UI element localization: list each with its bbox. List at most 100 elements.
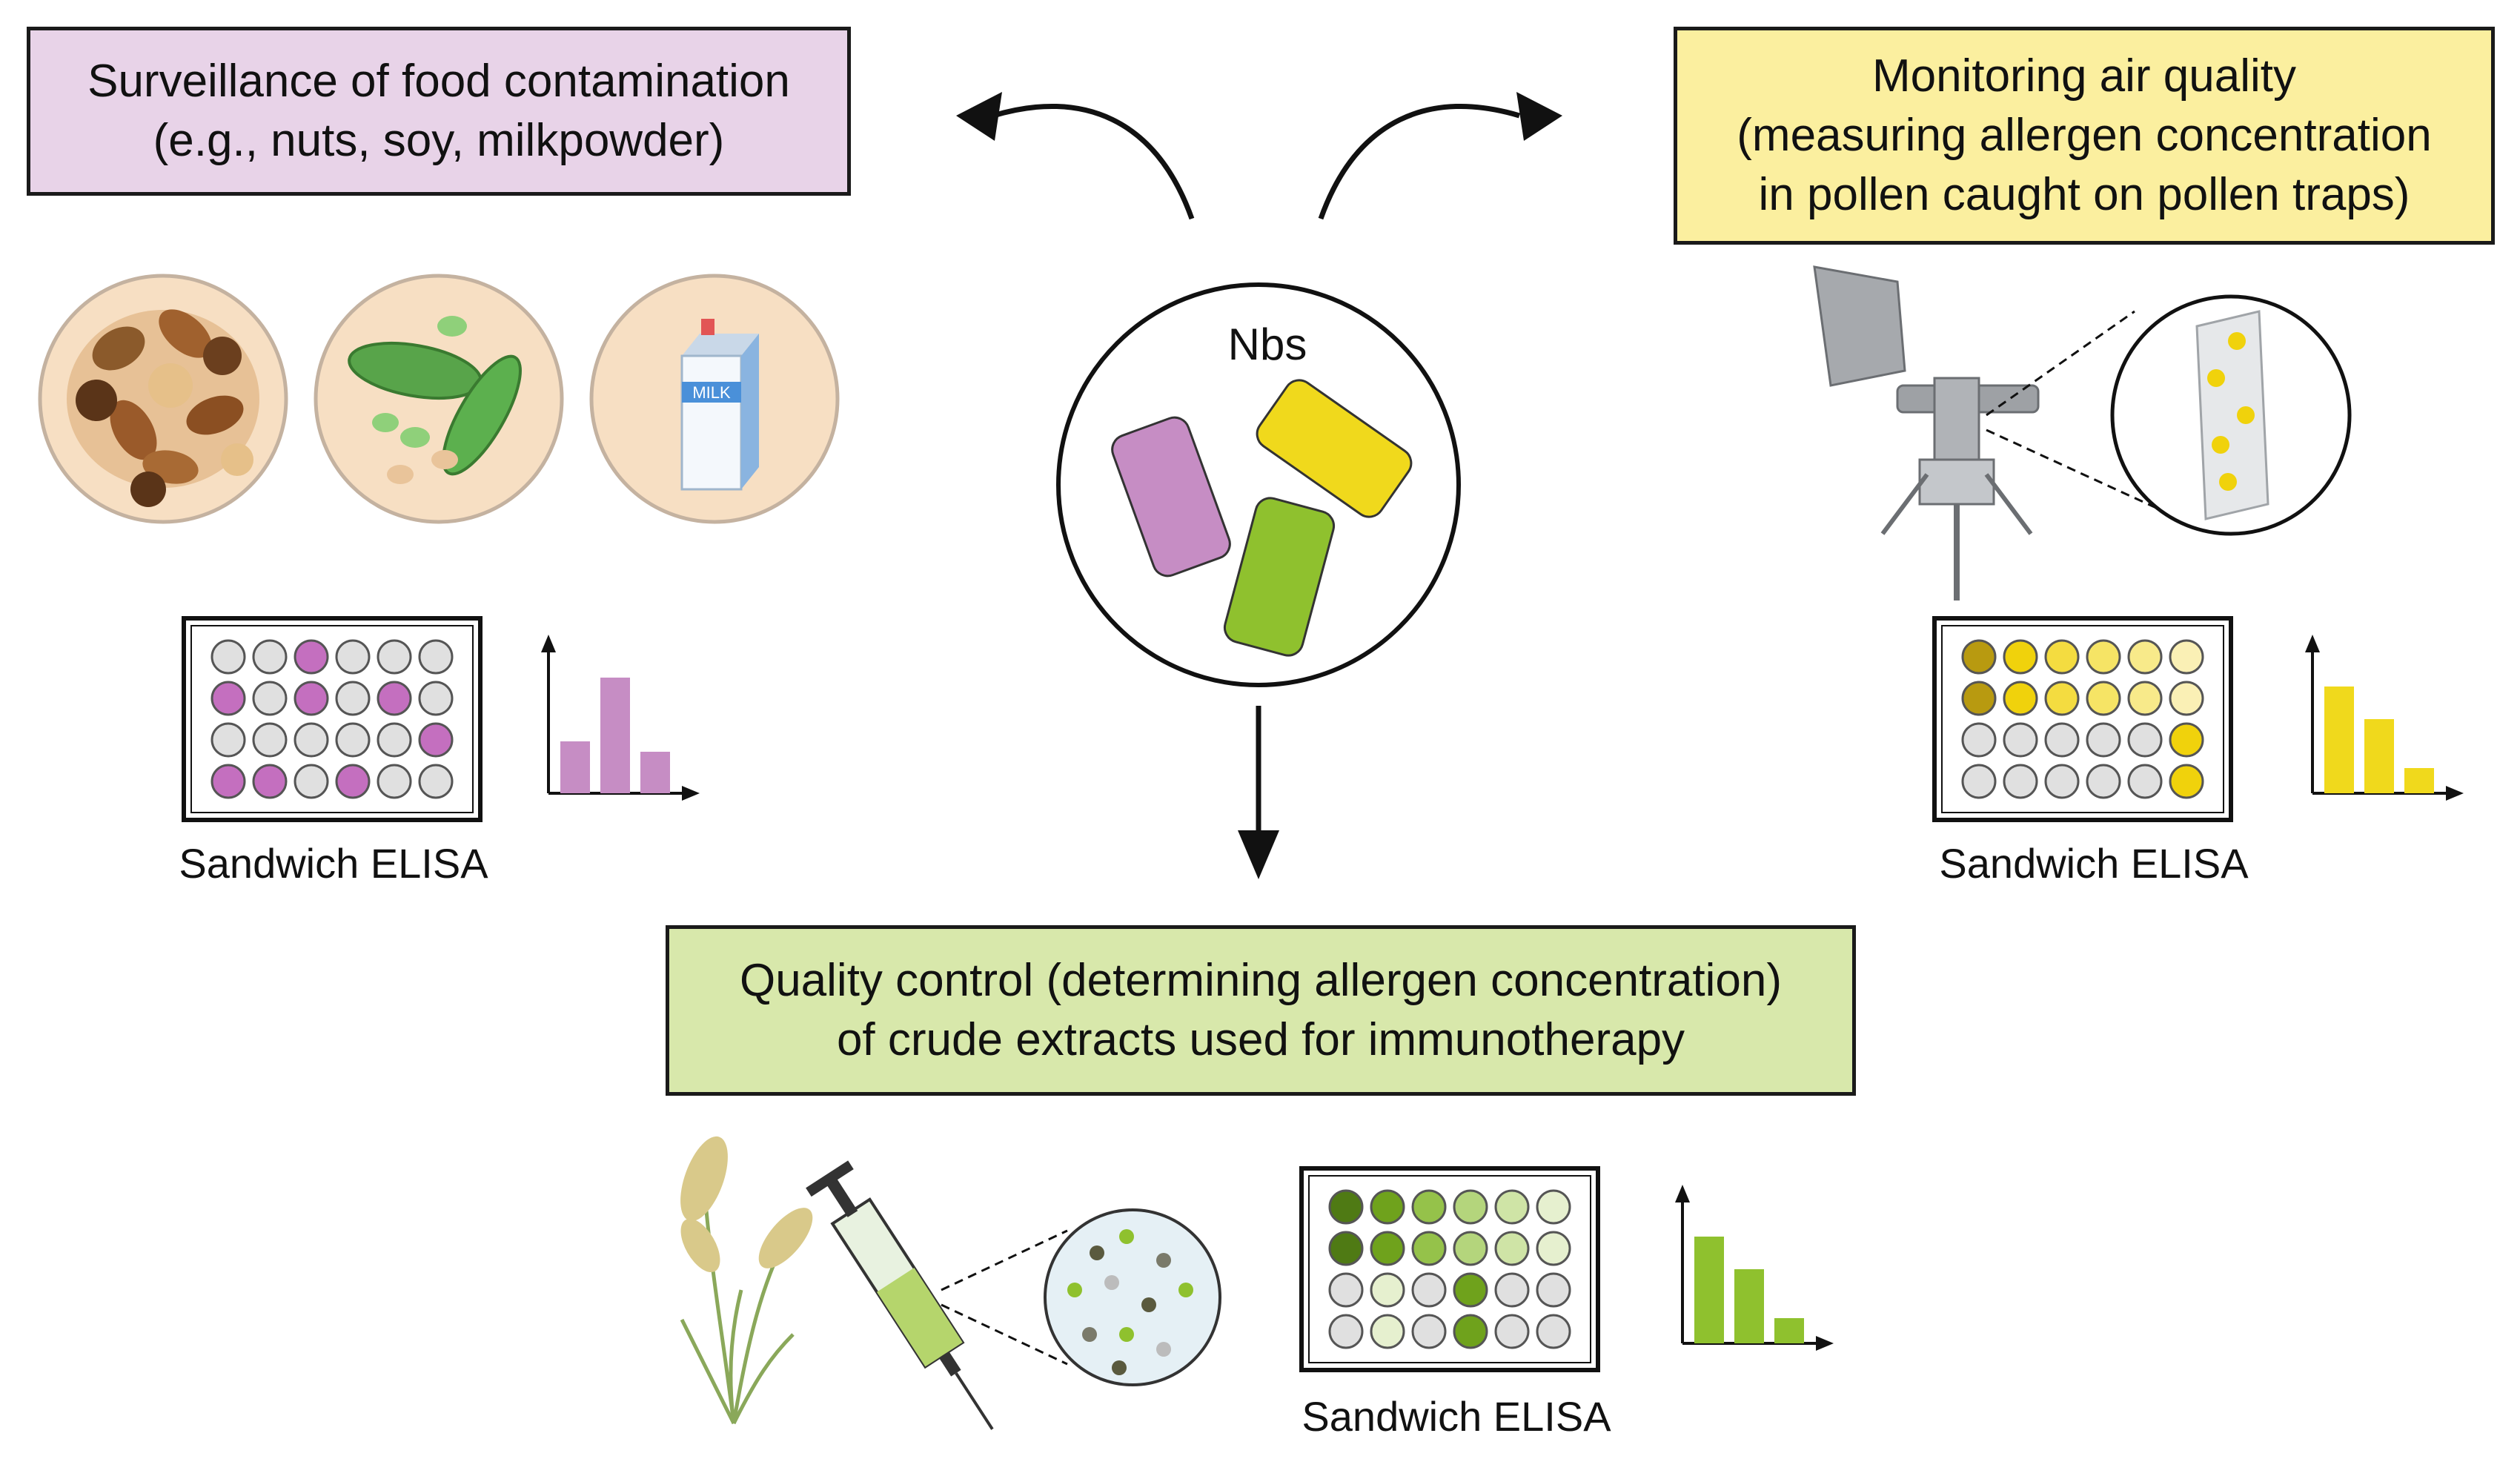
plate-well (1411, 1189, 1447, 1225)
plate-well (1536, 1189, 1571, 1225)
plate-well (1536, 1231, 1571, 1266)
y-axis-arrowhead (1675, 1185, 1690, 1202)
bar-chart-food (541, 635, 700, 801)
plate-well (2127, 639, 2163, 675)
arrowhead-quality (1238, 830, 1279, 879)
plate-well (252, 764, 288, 799)
plate-inner-frame (1308, 1175, 1591, 1363)
nuts-icon (38, 274, 288, 524)
plate-well (1961, 764, 1997, 799)
elisa-plate-food (182, 616, 483, 822)
bar-chart-air (2305, 635, 2464, 801)
plate-well (1961, 722, 1997, 758)
plate-well (1494, 1231, 1530, 1266)
plate-well (2044, 681, 2080, 716)
milk-label: MILK (692, 383, 731, 402)
plate-well (1370, 1189, 1405, 1225)
nanobody-yellow (1256, 379, 1413, 518)
extract-zoom (941, 1208, 1221, 1386)
plate-well (210, 722, 246, 758)
arrow-to-air (1318, 104, 1521, 220)
plate-well (1494, 1314, 1530, 1349)
plate-well (335, 722, 371, 758)
plate-well (1453, 1231, 1488, 1266)
bar (1774, 1318, 1804, 1343)
plate-well (377, 722, 412, 758)
arrows (992, 104, 1521, 838)
bar (2324, 687, 2354, 793)
plate-well (1961, 639, 1997, 675)
syringe-icon (806, 1160, 994, 1430)
plate-well (2003, 681, 2038, 716)
plate-well (1370, 1314, 1405, 1349)
grass-plant-icon (680, 1136, 813, 1425)
plate-well (2127, 722, 2163, 758)
plate-inner-frame (190, 625, 474, 813)
plate-well (1453, 1189, 1488, 1225)
plate-inner-frame (1941, 625, 2224, 813)
plate-well (377, 639, 412, 675)
plate-well (1328, 1314, 1364, 1349)
air-quality-text: Monitoring air quality (measuring allerg… (1737, 50, 2432, 220)
plate-well (2044, 764, 2080, 799)
pollen-slide-zoom (1986, 294, 2352, 536)
quality-control-text: Quality control (determining allergen co… (739, 955, 1783, 1065)
arrowhead-food (956, 92, 1002, 141)
plate-well (1370, 1231, 1405, 1266)
plate-well (2169, 722, 2204, 758)
plate-well (2086, 681, 2121, 716)
milk-carton-icon: MILK (589, 274, 840, 524)
plate-well (1328, 1189, 1364, 1225)
plate-well (1411, 1272, 1447, 1308)
elisa-plate-quality (1299, 1166, 1600, 1372)
plate-well (294, 639, 329, 675)
arrow-to-food (992, 104, 1195, 220)
bar (640, 752, 670, 793)
plate-well (210, 681, 246, 716)
plate-well (377, 764, 412, 799)
plate-well (1411, 1314, 1447, 1349)
plate-well (335, 764, 371, 799)
plate-well (2169, 764, 2204, 799)
nbs-label: Nbs (1227, 320, 1307, 369)
y-axis-arrowhead (541, 635, 556, 652)
plate-well (335, 681, 371, 716)
plate-well (2003, 764, 2038, 799)
plate-well (418, 722, 454, 758)
quality-control-box: Quality control (determining allergen co… (666, 925, 1856, 1096)
plate-well (1494, 1189, 1530, 1225)
plate-well (1411, 1231, 1447, 1266)
elisa-plate-air (1932, 616, 2233, 822)
plate-well (2086, 722, 2121, 758)
plate-well (2044, 639, 2080, 675)
bar (2364, 719, 2394, 793)
plate-well (210, 764, 246, 799)
sandwich-elisa-caption-food: Sandwich ELISA (179, 840, 488, 887)
arrowhead-air (1516, 92, 1562, 141)
plate-well (2003, 639, 2038, 675)
plate-well (294, 764, 329, 799)
plate-well (335, 639, 371, 675)
nanobody-purple (1111, 416, 1231, 578)
nanobody-circle (1056, 282, 1461, 687)
bar-chart-quality (1675, 1185, 1834, 1351)
plate-well (294, 722, 329, 758)
soybeans-icon (314, 274, 564, 524)
x-axis-arrowhead (2446, 786, 2464, 801)
plate-well (1328, 1272, 1364, 1308)
bar (1734, 1269, 1764, 1343)
plate-well (2086, 639, 2121, 675)
plate-well (418, 764, 454, 799)
plate-well (252, 722, 288, 758)
plate-well (1961, 681, 1997, 716)
sandwich-elisa-caption-quality: Sandwich ELISA (1302, 1393, 1611, 1440)
plate-well (1494, 1272, 1530, 1308)
bar (560, 741, 590, 793)
x-axis-arrowhead (1816, 1336, 1834, 1351)
plate-well (1370, 1272, 1405, 1308)
plate-well (294, 681, 329, 716)
plate-well (2127, 681, 2163, 716)
y-axis-arrowhead (2305, 635, 2320, 652)
bar (1694, 1237, 1724, 1343)
plate-well (418, 639, 454, 675)
